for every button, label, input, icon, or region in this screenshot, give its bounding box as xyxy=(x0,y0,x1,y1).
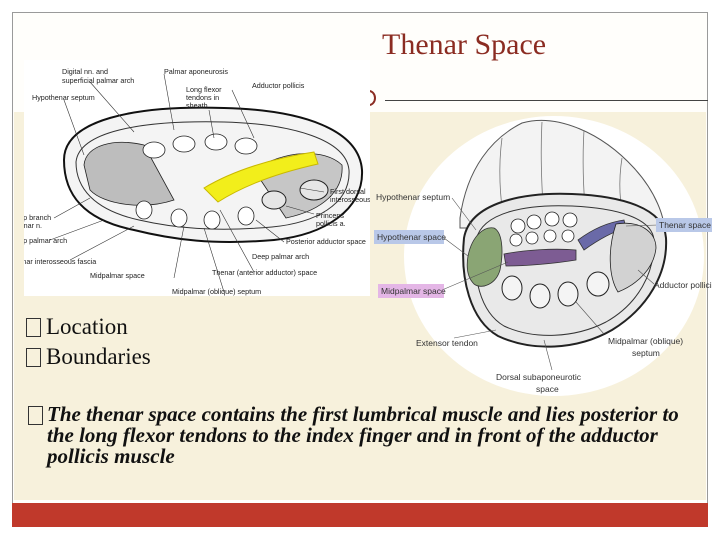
label-long-flexor-2: tendons in xyxy=(186,93,219,102)
label-thenar-space: Thenar (anterior adductor) space xyxy=(212,268,317,277)
label-superficial-arch: superficial palmar arch xyxy=(62,76,134,85)
label-midpalmar-septum: Midpalmar (oblique) septum xyxy=(172,287,261,296)
tag-midpalmar-space: Midpalmar space xyxy=(381,286,446,296)
bullet-location: Location xyxy=(26,312,151,342)
bullet-text: Boundaries xyxy=(46,344,151,369)
bullet-list: Location Boundaries xyxy=(26,312,151,372)
label-first-dorsal-1: First dorsal xyxy=(330,187,366,196)
title-rule xyxy=(385,100,708,101)
label-midpalmar-septum-2: septum xyxy=(632,348,660,358)
label-dorsal-space-2: space xyxy=(536,384,559,394)
label-palmar-fascia: Palmar interosseous fascia xyxy=(24,257,96,266)
bullet-box-icon xyxy=(26,347,41,367)
label-princeps-2: pollicis a. xyxy=(316,219,346,228)
thenar-space-diagram: Hypothenar septum Hypothenar space Thena… xyxy=(372,108,712,398)
label-adductor-pollicis-right: Adductor pollicis xyxy=(654,280,712,290)
label-palmar-aponeurosis: Palmar aponeurosis xyxy=(164,67,228,76)
bullet-boundaries: Boundaries xyxy=(26,342,151,372)
label-hypothenar-septum-right: Hypothenar septum xyxy=(376,192,450,202)
tag-thenar-space: Thenar space xyxy=(659,220,711,230)
label-deep-branch-2: of ulnar n. xyxy=(24,221,42,230)
label-midpalmar-space: Midpalmar space xyxy=(90,271,145,280)
description-text: The thenar space contains the first lumb… xyxy=(47,402,679,468)
label-first-dorsal-2: interosseous xyxy=(330,195,370,204)
cross-section-diagram: Digital nn. and superficial palmar arch … xyxy=(24,60,370,296)
bullet-text: Location xyxy=(46,314,128,339)
label-posterior-adductor: Posterior adductor space xyxy=(286,237,366,246)
bullet-box-icon xyxy=(28,406,43,425)
label-digital-nn: Digital nn. and xyxy=(62,67,108,76)
label-princeps-1: Princeps xyxy=(316,211,344,220)
label-deep-arch-right: Deep palmar arch xyxy=(252,252,309,261)
label-hypothenar-septum: Hypothenar septum xyxy=(32,93,95,102)
label-deep-branch-1: Deep branch xyxy=(24,213,51,222)
label-extensor-tendon: Extensor tendon xyxy=(416,338,478,348)
slide-title: Thenar Space xyxy=(382,28,547,61)
label-deep-arch-left: Deep palmar arch xyxy=(24,236,67,245)
tag-hypothenar-space: Hypothenar space xyxy=(377,232,446,242)
bullet-box-icon xyxy=(26,317,41,337)
label-midpalmar-septum-1: Midpalmar (oblique) xyxy=(608,336,683,346)
description-paragraph: The thenar space contains the first lumb… xyxy=(28,404,708,467)
label-adductor-pollicis: Adductor pollicis xyxy=(252,81,305,90)
footer-bar xyxy=(12,503,708,527)
label-long-flexor-1: Long flexor xyxy=(186,85,222,94)
label-dorsal-space-1: Dorsal subaponeurotic xyxy=(496,372,582,382)
label-long-flexor-3: sheath xyxy=(186,101,208,110)
